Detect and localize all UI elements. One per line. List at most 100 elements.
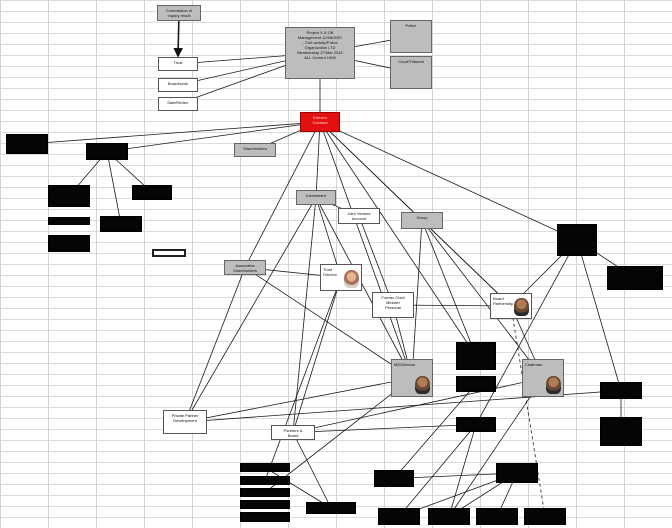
- node-black-r-2: [607, 266, 663, 290]
- node-label: [101, 217, 141, 219]
- node-label-line: Former Chief: [381, 295, 405, 300]
- connector-line: [319, 121, 413, 379]
- connector-line: [576, 239, 622, 391]
- node-label: [375, 471, 413, 473]
- connector-line: [292, 424, 477, 433]
- node-label: Chairman: [523, 360, 563, 367]
- node-black-left-4: [132, 185, 172, 200]
- connector-line: [292, 277, 342, 433]
- node-label: [558, 225, 596, 227]
- node-label-line: Investment: [306, 193, 326, 198]
- node-label-line: Account: [351, 216, 367, 221]
- connector-line: [315, 197, 413, 379]
- connector-line: [448, 377, 544, 517]
- node-gray-mid-right: Group: [401, 212, 443, 229]
- node-label-line: Inquiry result: [167, 13, 191, 18]
- node-black-b-6: [306, 502, 356, 514]
- connector-line: [421, 220, 544, 379]
- node-label: Board/work: [159, 79, 197, 86]
- node-side-bottom: Court/Tribunal: [390, 56, 432, 89]
- node-person-5: Chairman: [522, 359, 564, 397]
- node-black-left-1: [6, 134, 48, 154]
- node-label: [133, 186, 171, 188]
- node-label-line: MD/Director: [394, 362, 416, 367]
- node-label: Group: [402, 213, 442, 220]
- node-black-b-12: [524, 508, 566, 525]
- node-label-line: Trust: [173, 60, 183, 65]
- node-label: Partners &Board: [272, 426, 314, 438]
- connector-line: [411, 220, 423, 379]
- node-label-line: Development: [173, 418, 197, 423]
- connector-line: [421, 220, 477, 357]
- node-black-b-3: [240, 488, 290, 497]
- node-label-line: Police: [405, 23, 417, 28]
- node-black-b-4: [240, 500, 290, 509]
- node-label: [87, 144, 127, 146]
- node-black-left-7: [48, 235, 90, 252]
- node-label: [379, 509, 419, 511]
- node-label: [457, 418, 495, 420]
- node-label-line: Board: [493, 296, 504, 301]
- node-label-line: Associates: [235, 263, 255, 268]
- node-gray-label: Shareholders: [234, 143, 276, 157]
- node-item-1: Trust: [158, 57, 198, 71]
- node-label-line: Chairman: [525, 362, 543, 367]
- node-black-b-10: [496, 463, 538, 483]
- node-black-c-2: [456, 376, 496, 392]
- node-label-line: Trust Director: [323, 267, 338, 277]
- node-black-left-5: [100, 216, 142, 232]
- node-person-4: MD/Director: [391, 359, 433, 397]
- node-white-bottom-mid: Partners &Board: [271, 425, 315, 440]
- node-label: [49, 186, 89, 188]
- connector-line: [264, 277, 342, 481]
- node-black-b-7: [374, 470, 414, 487]
- node-label: Shareholders: [235, 144, 275, 151]
- node-black-r-1: [557, 224, 597, 256]
- node-label-line: Shareholders: [243, 146, 267, 151]
- node-label: Police: [391, 21, 431, 28]
- node-black-b-9: [428, 508, 470, 525]
- connector-line: [319, 121, 477, 357]
- node-label: [601, 383, 641, 385]
- connector-line: [448, 424, 477, 517]
- node-label: [525, 509, 565, 511]
- connector-line: [319, 121, 578, 241]
- node-label: MD/Director: [392, 360, 432, 367]
- node-label: Sale/Redev.: [159, 98, 197, 105]
- node-label: [241, 501, 289, 503]
- node-label: [241, 464, 289, 466]
- connector-line: [510, 305, 546, 517]
- node-label: Investment: [297, 191, 335, 198]
- node-label: [477, 509, 517, 511]
- node-label: [49, 236, 89, 238]
- connector-line: [264, 377, 413, 493]
- connector-line: [393, 383, 477, 479]
- connector-line: [475, 239, 578, 425]
- node-label: [241, 477, 289, 479]
- node-side-top: Police: [390, 20, 432, 53]
- node-label: [497, 464, 537, 466]
- node-label-line: Sale/Redev.: [167, 100, 189, 105]
- node-label-line: - Civil activity/Police: [302, 40, 338, 45]
- connector-line: [315, 121, 321, 198]
- node-black-left-2: [86, 143, 128, 160]
- node-label-line: Shareholders: [233, 268, 257, 273]
- connector-line: [244, 121, 321, 268]
- node-label: [601, 418, 641, 420]
- portrait-photo: [344, 270, 359, 288]
- node-label: [307, 503, 355, 505]
- node-label: [154, 251, 184, 253]
- node-black-r-3: [600, 382, 642, 399]
- node-label: [241, 489, 289, 491]
- node-black-b-8: [378, 508, 420, 525]
